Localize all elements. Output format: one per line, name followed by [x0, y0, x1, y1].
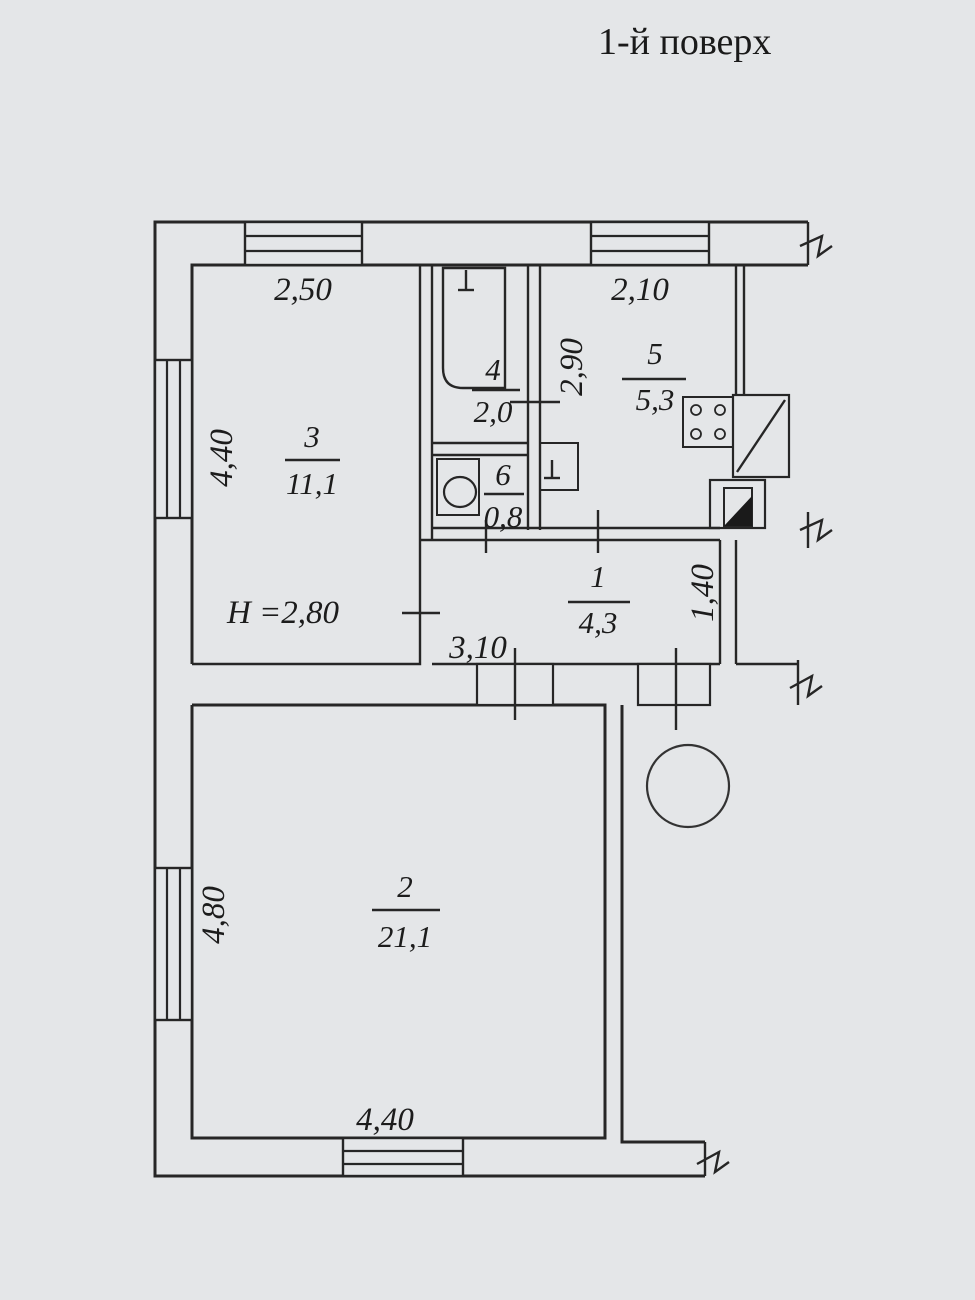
room-4-number: 4 — [485, 352, 501, 387]
bathtub-icon — [441, 266, 507, 390]
room-6-area: 0,8 — [484, 499, 523, 534]
window-top-right — [589, 220, 711, 267]
room-6-number: 6 — [495, 457, 511, 492]
toilet-icon — [442, 475, 478, 509]
room-3-number: 3 — [303, 419, 320, 454]
room-1-area: 4,3 — [579, 605, 618, 640]
dimension-labels: 2,50 2,10 2,90 4,40 H =2,80 3,10 1,40 4,… — [196, 272, 721, 1138]
room-2-area: 21,1 — [378, 919, 432, 954]
dim-room5-width: 2,10 — [611, 272, 669, 308]
dim-room3-height: 4,40 — [204, 429, 240, 487]
window-left-upper — [153, 358, 194, 520]
room-3-area: 11,1 — [286, 466, 338, 501]
sink-icon — [539, 442, 579, 491]
dim-room1-depth: 1,40 — [685, 564, 721, 622]
window-left-lower — [153, 866, 194, 1022]
room-1-number: 1 — [590, 559, 606, 594]
stove-icon — [682, 396, 734, 448]
interior-walls — [192, 265, 798, 730]
break-mark-bottom — [696, 1142, 730, 1176]
dim-room1-width: 3,10 — [448, 630, 507, 666]
fixtures — [436, 266, 791, 530]
break-mark-lower — [789, 660, 823, 705]
window-bottom — [341, 1136, 465, 1178]
chimney-icon — [708, 478, 767, 530]
room-2-number: 2 — [397, 869, 413, 904]
window-top-left — [243, 220, 364, 267]
boiler-icon — [731, 393, 791, 479]
ceiling-height: H =2,80 — [226, 595, 340, 631]
room-5-area: 5,3 — [636, 382, 675, 417]
room-5-number: 5 — [647, 336, 663, 371]
toilet-box — [436, 458, 480, 516]
break-mark-top — [799, 222, 833, 265]
break-mark-mid — [799, 512, 833, 548]
dim-room3-width: 2,50 — [274, 272, 332, 308]
room-labels: 3 11,1 4 2,0 5 5,3 6 0,8 1 4,3 2 21,1 — [285, 336, 686, 954]
dim-room2-width: 4,40 — [356, 1102, 414, 1138]
dim-room5-depth: 2,90 — [554, 338, 590, 396]
floor-title: 1-й поверх — [598, 21, 772, 63]
room-4-area: 2,0 — [474, 394, 513, 429]
windows — [153, 220, 711, 1178]
dim-room2-height: 4,80 — [196, 886, 232, 944]
stamp-circle — [645, 743, 731, 829]
